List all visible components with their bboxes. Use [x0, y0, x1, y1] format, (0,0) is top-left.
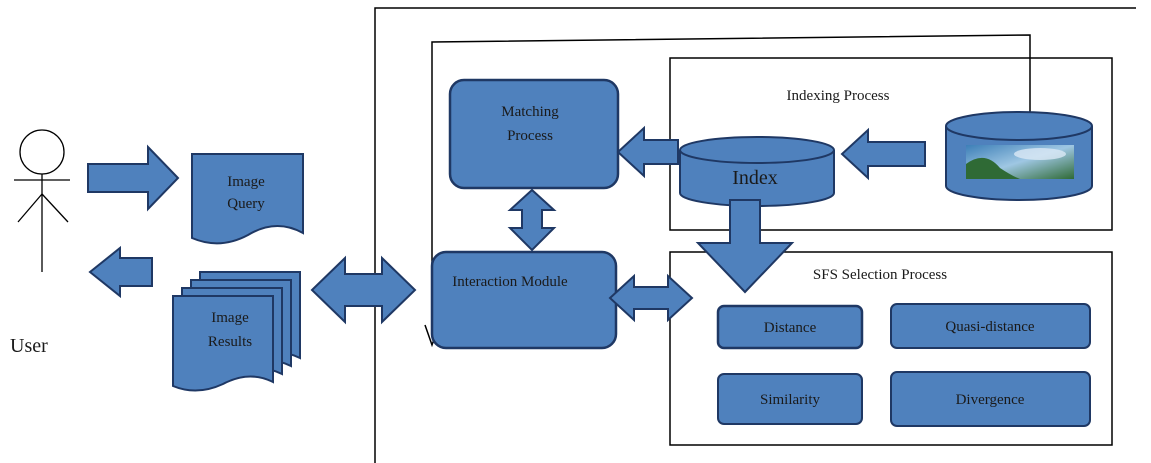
image-query-label-line2: Query: [227, 196, 265, 212]
index-label: Index: [732, 167, 778, 189]
arrow-matching-interaction-bidirectional: [507, 188, 557, 252]
image-results-document-stack: [172, 271, 301, 392]
sfs-item-quasi-distance-label: Quasi-distance: [945, 319, 1034, 335]
sfs-item-quasi-distance-box: [890, 303, 1091, 349]
indexing-process-title: Indexing Process: [787, 88, 890, 104]
arrow-index-to-sfs: [695, 199, 795, 294]
arrow-user-to-query: [87, 144, 180, 212]
matching-process-box: [448, 78, 620, 190]
landscape-image-thumbnail: [966, 145, 1074, 179]
arrow-index-to-matching: [616, 125, 679, 179]
index-database-cylinder: [679, 136, 835, 207]
sfs-item-distance-box: [716, 304, 864, 350]
sfs-item-similarity-label: Similarity: [760, 392, 821, 408]
arrow-imagedb-to-index: [840, 127, 926, 181]
sfs-item-similarity-box: [717, 373, 863, 425]
arrow-docs-interaction-bidirectional: [310, 255, 417, 325]
sfs-item-divergence-box: [890, 371, 1091, 427]
system-boundary-frame: [374, 7, 1136, 463]
user-actor-icon: [14, 129, 70, 272]
sfs-item-divergence-label: Divergence: [956, 392, 1025, 408]
image-results-label-line2: Results: [208, 334, 252, 350]
feedback-loop-line: [431, 34, 1031, 335]
matching-process-label-line2: Process: [507, 128, 553, 144]
image-results-label-line1: Image: [211, 310, 249, 326]
image-query-label-line1: Image: [227, 174, 265, 190]
user-label: User: [10, 335, 48, 357]
interaction-module-box: [430, 250, 618, 350]
image-query-document: [191, 153, 304, 245]
sfs-selection-frame: [669, 251, 1113, 446]
arrow-interaction-sfs-bidirectional: [608, 273, 694, 323]
sfs-selection-title: SFS Selection Process: [813, 267, 947, 283]
sfs-item-distance-label: Distance: [764, 320, 817, 336]
interaction-module-label: Interaction Module: [452, 274, 568, 290]
matching-process-label-line1: Matching: [501, 104, 559, 120]
arrow-results-to-user: [88, 245, 153, 299]
